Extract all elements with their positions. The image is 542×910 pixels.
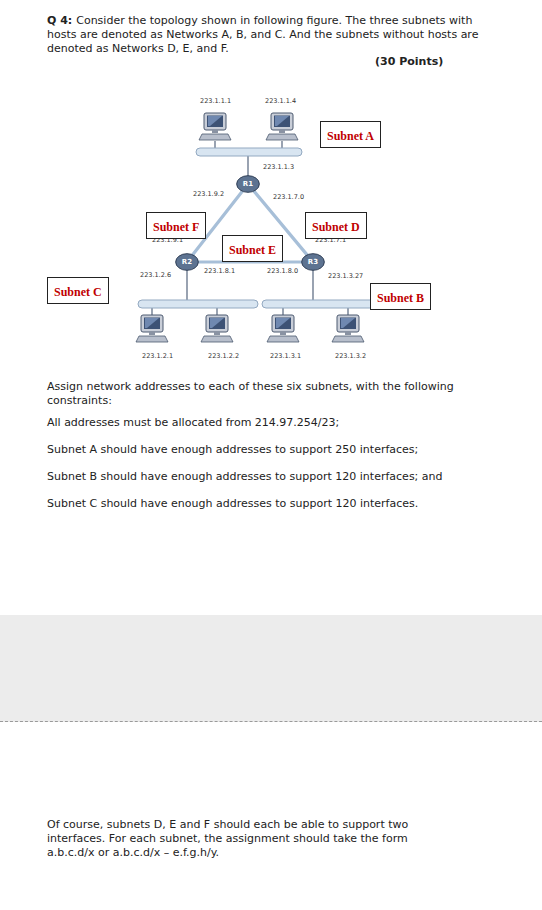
subnet-box: Subnet C <box>47 277 109 304</box>
router-body <box>237 176 260 193</box>
subnet-name: Subnet C <box>54 285 102 299</box>
router: R3 <box>301 253 325 271</box>
instruction-text: Assign network addresses to each of thes… <box>47 380 497 408</box>
subnet-box: Subnet B <box>370 283 431 310</box>
points-note: (30 Points) <box>375 55 443 68</box>
subnet-box: Subnet E <box>222 235 283 262</box>
ip-address: 223.1.9.2 <box>192 190 225 198</box>
router-body <box>302 254 325 271</box>
constraint-text: Subnet B should have enough addresses to… <box>47 470 517 484</box>
subnet-name: Subnet D <box>312 220 360 234</box>
question-number: Q 4: <box>47 14 72 27</box>
ip-address: 223.1.1.1 <box>199 97 232 105</box>
router-name: R1 <box>243 180 253 188</box>
subnet-name: Subnet B <box>377 291 424 305</box>
ip-address: 223.1.1.4 <box>264 97 297 105</box>
router-name: R2 <box>182 258 192 266</box>
note-text: Of course, subnets D, E and F should eac… <box>47 818 432 860</box>
router: R1 <box>236 175 260 193</box>
subnet-box: Subnet A <box>320 121 381 148</box>
ip-address: 223.1.2.2 <box>207 352 240 360</box>
subnet-box: Subnet D <box>305 212 367 239</box>
question-text: Q 4:Consider the topology shown in follo… <box>47 14 487 56</box>
constraint-text: Subnet A should have enough addresses to… <box>47 443 507 457</box>
ip-address: 223.1.8.1 <box>203 267 236 275</box>
ip-address: 223.1.3.27 <box>327 272 364 280</box>
subnet-name: Subnet E <box>229 243 276 257</box>
router-body <box>176 254 199 271</box>
subnet-name: Subnet F <box>153 220 199 234</box>
ip-address: 223.1.2.1 <box>141 352 174 360</box>
answer-band <box>0 615 542 722</box>
constraint-text: Subnet C should have enough addresses to… <box>47 497 507 511</box>
ip-address: 223.1.8.0 <box>266 267 299 275</box>
router-name: R3 <box>308 258 318 266</box>
ethernet-bus <box>138 148 374 308</box>
ip-address: 223.1.7.0 <box>272 193 305 201</box>
ip-address: 223.1.3.2 <box>334 352 367 360</box>
question-body: Consider the topology shown in following… <box>47 14 478 55</box>
ip-address: 223.1.1.3 <box>262 163 295 171</box>
subnet-name: Subnet A <box>327 129 374 143</box>
router: R2 <box>175 253 199 271</box>
subnet-box: Subnet F <box>146 212 206 239</box>
constraint-text: All addresses must be allocated from 214… <box>47 416 507 430</box>
ip-address: 223.1.3.1 <box>269 352 302 360</box>
ip-address: 223.1.2.6 <box>139 271 172 279</box>
